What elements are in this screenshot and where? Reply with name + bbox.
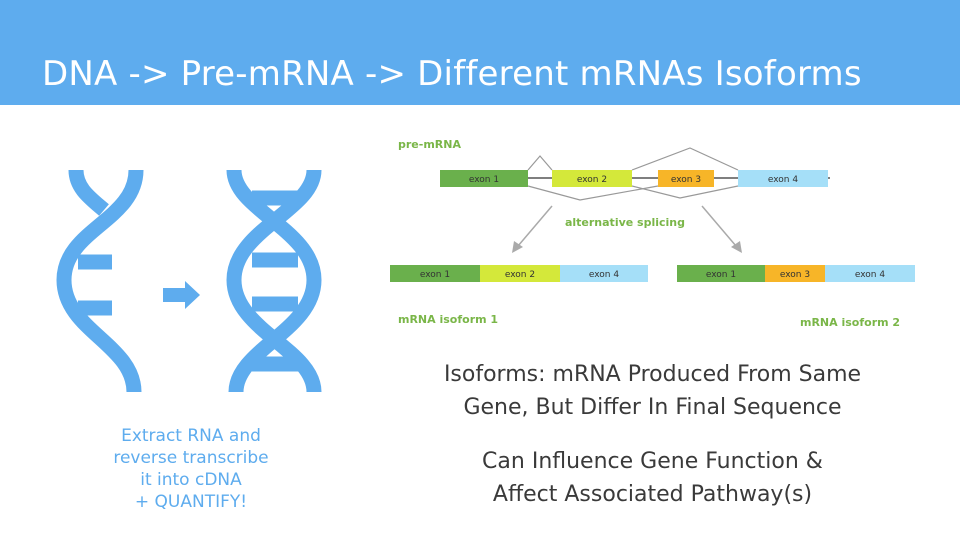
- isoform-definition: Isoforms: mRNA Produced From Same Gene, …: [380, 358, 925, 424]
- slide-title: DNA -> Pre-mRNA -> Different mRNAs Isofo…: [42, 54, 862, 94]
- splicing-arrow-left-icon: [512, 205, 553, 253]
- splice-connector: [527, 155, 553, 171]
- caption-line: Extract RNA and: [121, 426, 261, 446]
- isoform-influence: Can Influence Gene Function & Affect Ass…: [380, 445, 925, 511]
- exon-label: exon 3: [671, 175, 701, 185]
- premrna-label: pre-mRNA: [398, 138, 461, 151]
- isoform1-exon-4: [560, 265, 648, 282]
- premrna-exon-4: [738, 170, 828, 187]
- exon-label: exon 4: [768, 175, 798, 185]
- isoform1-label: mRNA isoform 1: [398, 313, 498, 326]
- splice-connector: [631, 147, 739, 171]
- splice-connector: [631, 185, 739, 199]
- exon-label: exon 3: [780, 270, 810, 280]
- isoform2-exon-3: [765, 265, 825, 282]
- alternative-splicing-diagram: pre-mRNA exon 1 exon 2 exon 3 exon 4 alt…: [390, 138, 915, 329]
- dna-illustration: [56, 169, 322, 393]
- isoform1-exon-1: [390, 265, 480, 282]
- method-caption: Extract RNA and reverse transcribe it in…: [60, 425, 322, 513]
- caption-line: it into cDNA: [140, 470, 242, 490]
- premrna-exon-3: [658, 170, 714, 187]
- premrna-exon-1: [440, 170, 528, 187]
- exon-label: exon 1: [706, 270, 736, 280]
- caption-line: reverse transcribe: [113, 448, 269, 468]
- premrna-exon-2: [552, 170, 632, 187]
- arrow-right-icon: [163, 281, 200, 309]
- dna-helix-icon: [226, 169, 322, 393]
- exon-label: exon 1: [469, 175, 499, 185]
- splicing-arrow-right-icon: [701, 205, 742, 253]
- isoform2-label: mRNA isoform 2: [800, 316, 900, 329]
- caption-line: + QUANTIFY!: [134, 492, 248, 512]
- isoform2-exon-1: [677, 265, 765, 282]
- exon-label: exon 2: [505, 270, 535, 280]
- exon-label: exon 2: [577, 175, 607, 185]
- statement-line: Isoforms: mRNA Produced From Same: [443, 362, 862, 387]
- title-bar: DNA -> Pre-mRNA -> Different mRNAs Isofo…: [0, 0, 960, 105]
- exon-label: exon 1: [420, 270, 450, 280]
- exon-label: exon 4: [855, 270, 885, 280]
- isoform2-exon-4: [825, 265, 915, 282]
- broken-dna-helix-icon: [56, 169, 144, 393]
- statement-line: Affect Associated Pathway(s): [492, 482, 813, 507]
- isoform1-exon-2: [480, 265, 560, 282]
- splice-connector: [527, 185, 659, 201]
- statement-line: Can Influence Gene Function &: [482, 449, 823, 474]
- exon-label: exon 4: [589, 270, 619, 280]
- statement-line: Gene, But Differ In Final Sequence: [463, 395, 842, 420]
- splicing-label: alternative splicing: [565, 216, 685, 229]
